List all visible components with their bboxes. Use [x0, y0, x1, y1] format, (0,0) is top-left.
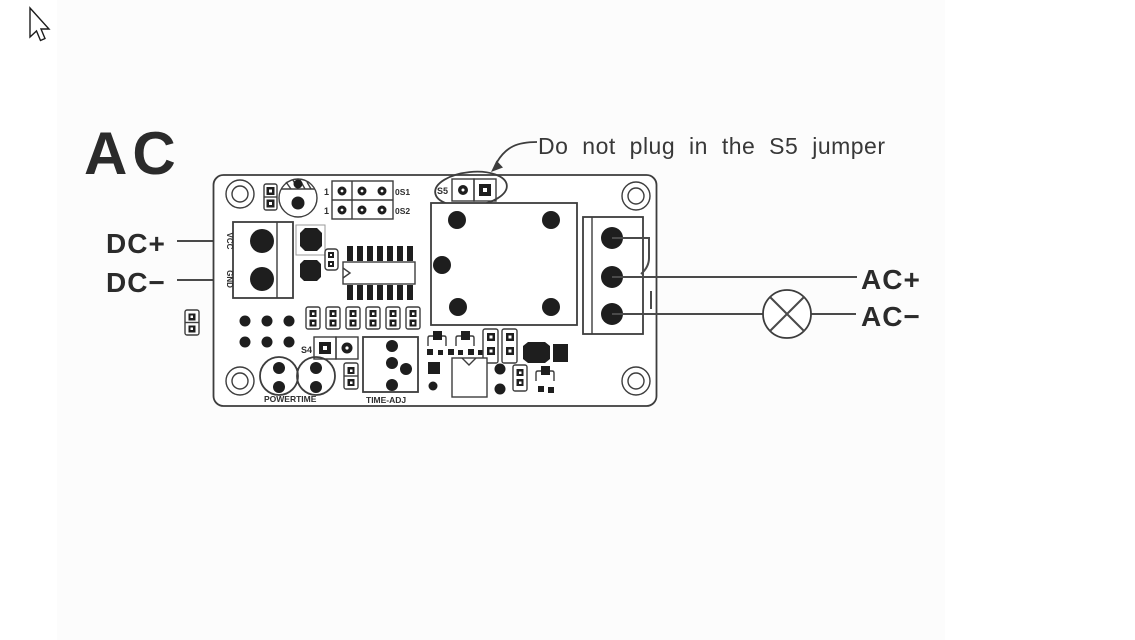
- pin-header-standalone: [184, 309, 200, 336]
- dc-minus-label: DC−: [106, 267, 166, 298]
- warning-leader-arrow: [491, 141, 538, 172]
- mounting-holes: [225, 179, 651, 396]
- jumper-s4: S4: [301, 336, 359, 360]
- pin-header-top-left: [263, 183, 278, 211]
- ac-plus-label: AC+: [861, 264, 921, 295]
- pin-header-below-s4: [343, 362, 359, 390]
- s5-label: S5: [437, 186, 448, 196]
- diagram-title: AC: [84, 120, 181, 187]
- time-adj-label: TIME-ADJ: [366, 395, 406, 405]
- ic-chip: [342, 246, 416, 300]
- lamp-icon: [762, 289, 812, 339]
- mouse-cursor-icon: [29, 6, 51, 42]
- smd-cluster: [427, 328, 568, 398]
- dc-plus-label: DC+: [106, 228, 166, 259]
- input-terminal-block: VCC GND: [225, 221, 294, 299]
- s1-label: 0S1: [395, 187, 410, 197]
- time-adj-trimmer: TIME-ADJ: [362, 336, 419, 405]
- transistor-icon: [278, 178, 318, 218]
- s2-pos1-label: 1: [324, 206, 329, 216]
- s2-label: 0S2: [395, 206, 410, 216]
- pcb-board: 1 1 0S1 0S2 S5: [212, 170, 658, 407]
- relay-switch-symbol: [612, 237, 652, 309]
- powertime-trimmers: POWERTIME: [259, 356, 336, 404]
- smd-capacitors: [295, 224, 339, 281]
- ac-minus-label: AC−: [861, 301, 921, 332]
- ac-output-wires: [612, 276, 857, 315]
- jumper-s1-s2: 1 1 0S1 0S2: [324, 180, 410, 220]
- pad-pair-row: [305, 306, 421, 330]
- warning-label: Do not plug in the S5 jumper: [538, 133, 886, 159]
- s4-label: S4: [301, 345, 312, 355]
- output-terminal-block: [582, 216, 644, 335]
- s1-pos1-label: 1: [324, 187, 329, 197]
- via-grid: [239, 315, 295, 348]
- relay-footprint: [430, 202, 578, 326]
- gnd-silk-label: GND: [225, 270, 234, 288]
- vcc-silk-label: VCC: [225, 233, 234, 250]
- powertime-label: POWERTIME: [264, 394, 317, 404]
